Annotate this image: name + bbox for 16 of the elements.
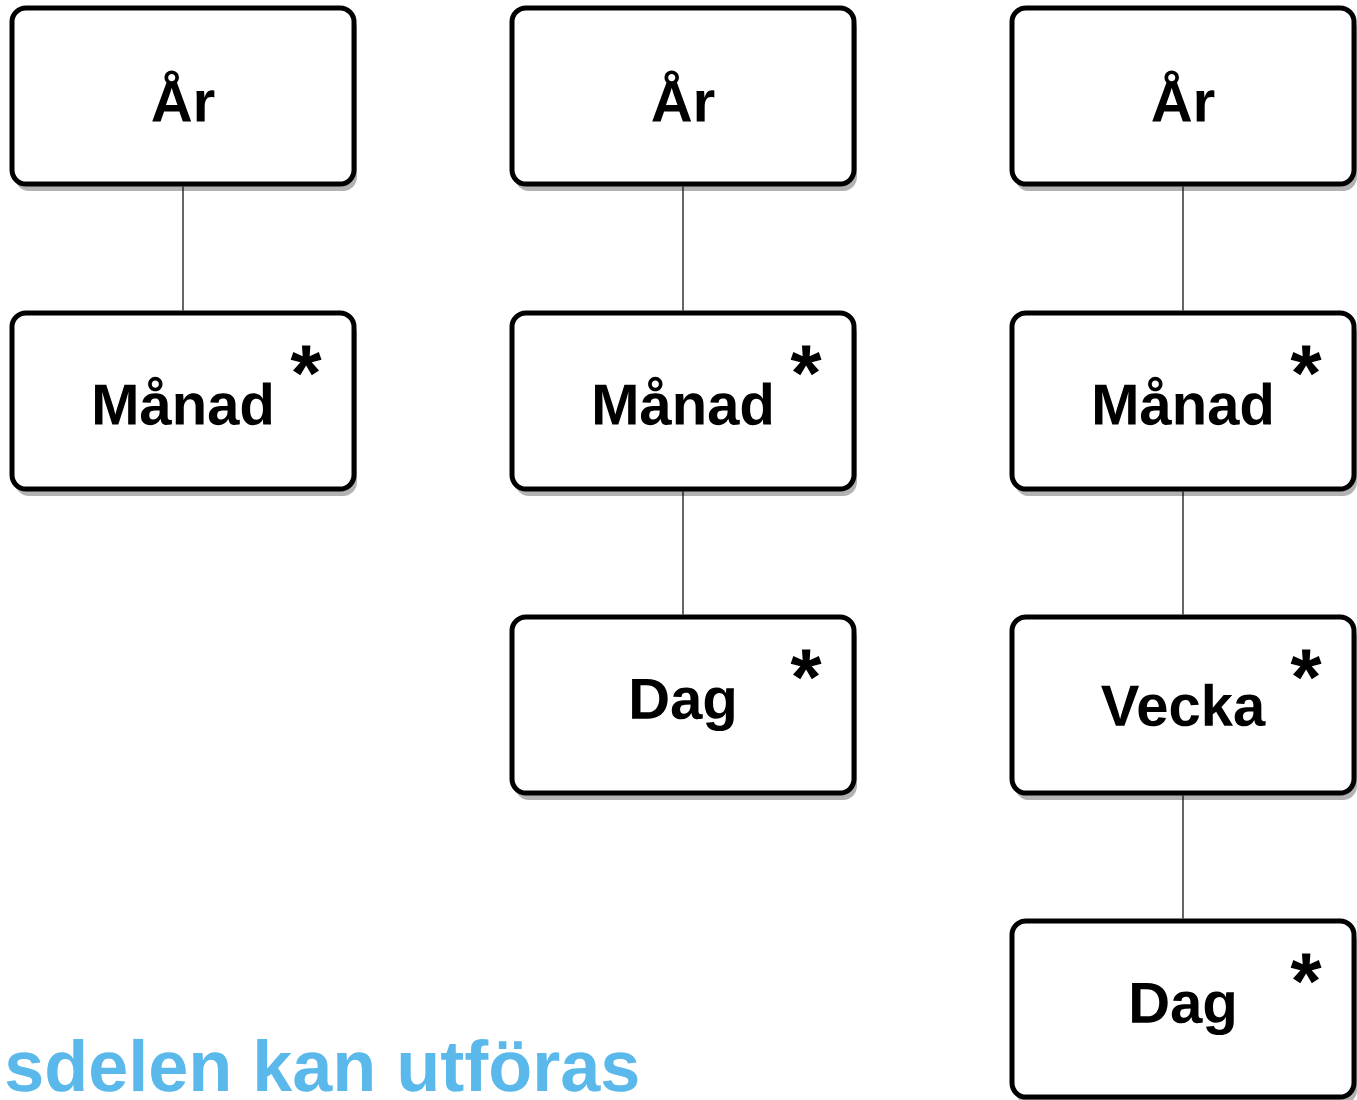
label-box: Månad * xyxy=(509,310,857,496)
connector-line xyxy=(1182,794,1184,920)
label-box: Dag * xyxy=(1009,918,1357,1100)
label-box: Vecka * xyxy=(1009,614,1357,800)
connector-line xyxy=(1182,185,1184,312)
label-box: Dag * xyxy=(509,614,857,800)
label-box: Månad * xyxy=(1009,310,1357,496)
connector-line xyxy=(682,490,684,616)
connector-line xyxy=(682,185,684,312)
label-box: Månad * xyxy=(9,310,357,496)
label-box: År xyxy=(1009,5,1357,191)
connector-line xyxy=(182,185,184,312)
label-box: År xyxy=(509,5,857,191)
connector-line xyxy=(1182,490,1184,616)
label-box: År xyxy=(9,5,357,191)
caption-text: sdelen kan utföras xyxy=(6,1038,638,1092)
